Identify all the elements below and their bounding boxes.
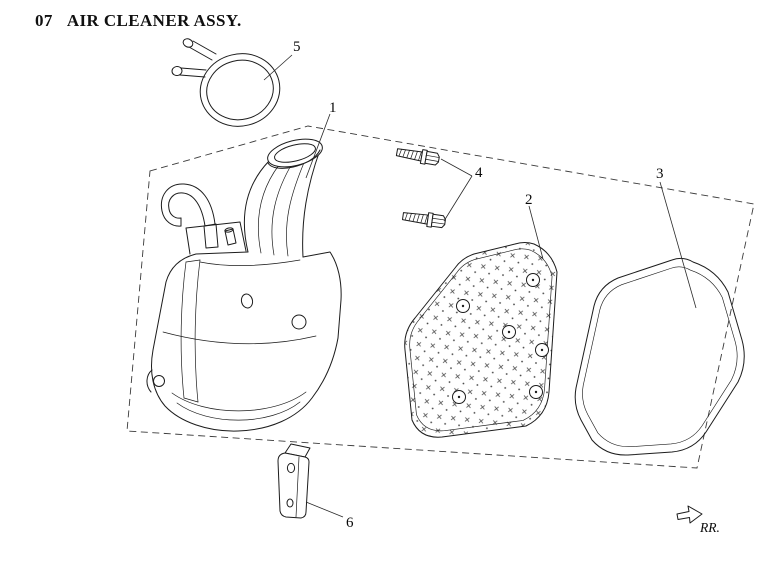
- case-mid-seam: [162, 331, 317, 345]
- part-filter-element: [404, 242, 558, 438]
- callout-5: 5: [293, 39, 301, 55]
- callout-2: 2: [525, 192, 533, 208]
- seal-inner-outline: [582, 266, 738, 447]
- clamp-outer-ring: [199, 53, 281, 127]
- drain-nipple-cap: [224, 227, 234, 233]
- bolt-2: [401, 208, 447, 230]
- case-recess-ends: [183, 259, 201, 403]
- seal-outer-outline: [574, 257, 745, 456]
- leader-line-3: [659, 181, 697, 309]
- intake-duct-right-edge: [302, 149, 321, 258]
- rear-arrow-icon: [676, 505, 703, 524]
- intake-opening-rim: [267, 138, 323, 168]
- part-air-cleaner-case: [146, 138, 342, 432]
- bracket-body: [277, 452, 310, 519]
- filter-inner-border: [409, 248, 553, 432]
- intake-opening-lip: [267, 149, 321, 169]
- breather-hose-inner-edge: [168, 192, 206, 227]
- clamp-tab-upper: [188, 40, 217, 61]
- callout-1: 1: [329, 100, 337, 116]
- intake-opening-bore: [274, 143, 316, 163]
- breather-hose-outer-edge: [160, 183, 216, 227]
- case-base-flange-upper: [171, 391, 307, 412]
- filter-holes: [452, 273, 549, 404]
- case-screw-boss: [291, 314, 307, 330]
- clamp-inner-ring: [206, 59, 274, 121]
- bracket-fold-line: [295, 456, 300, 518]
- case-dimple: [240, 293, 254, 309]
- filter-hole-center: [507, 330, 511, 334]
- leader-line-4: [440, 158, 473, 222]
- part-hose-clamp: [171, 38, 281, 127]
- filter-hole-center: [457, 395, 461, 399]
- clamp-tab-lower: [179, 67, 207, 78]
- callout-3: 3: [656, 166, 664, 182]
- part-cover-seal: [574, 257, 745, 456]
- part-bracket: [277, 443, 311, 519]
- page-title: AIR CLEANER ASSY.: [66, 11, 242, 30]
- clamp-tab-lower-loop: [171, 65, 183, 77]
- filter-hole-center: [531, 278, 535, 282]
- intake-duct-rib: [258, 164, 280, 254]
- leader-line-5: [263, 54, 293, 81]
- leader-line-2: [528, 205, 544, 260]
- bracket-hole-bottom: [286, 498, 294, 508]
- assembly-boundary: [126, 125, 755, 469]
- section-number: 07: [35, 11, 53, 30]
- breather-hose-fitting: [203, 223, 219, 249]
- case-body-outline: [151, 251, 342, 432]
- drain-nipple: [224, 228, 237, 246]
- part-bolts: [395, 144, 447, 230]
- clamp-tab-upper-loop: [182, 38, 194, 48]
- filter-outline: [404, 242, 558, 438]
- bracket-hole-top: [286, 462, 296, 474]
- case-top-seam: [199, 259, 301, 266]
- intake-duct-left-edge: [243, 160, 270, 253]
- case-base-flange-lower: [176, 401, 301, 421]
- intake-duct-rib: [271, 161, 294, 256]
- leader-lines: [263, 54, 697, 518]
- filter-hole-center: [534, 390, 538, 394]
- leader-line-6: [305, 501, 344, 518]
- filter-hole-center: [540, 348, 544, 352]
- bolt-1: [395, 144, 441, 167]
- rear-marker-label: RR.: [699, 520, 720, 535]
- case-mount-hole: [153, 375, 165, 387]
- case-recess-right-edge: [194, 259, 201, 403]
- rear-direction-marker: RR.: [676, 505, 720, 535]
- filter-hole-center: [461, 304, 465, 308]
- case-mount-tab: [146, 369, 153, 393]
- page-header: 07 AIR CLEANER ASSY.: [35, 11, 242, 31]
- intake-duct-rib: [286, 157, 307, 257]
- callout-6: 6: [346, 515, 354, 531]
- callout-4: 4: [475, 165, 483, 181]
- case-recess-left-edge: [180, 261, 187, 399]
- leader-line-1: [305, 113, 331, 179]
